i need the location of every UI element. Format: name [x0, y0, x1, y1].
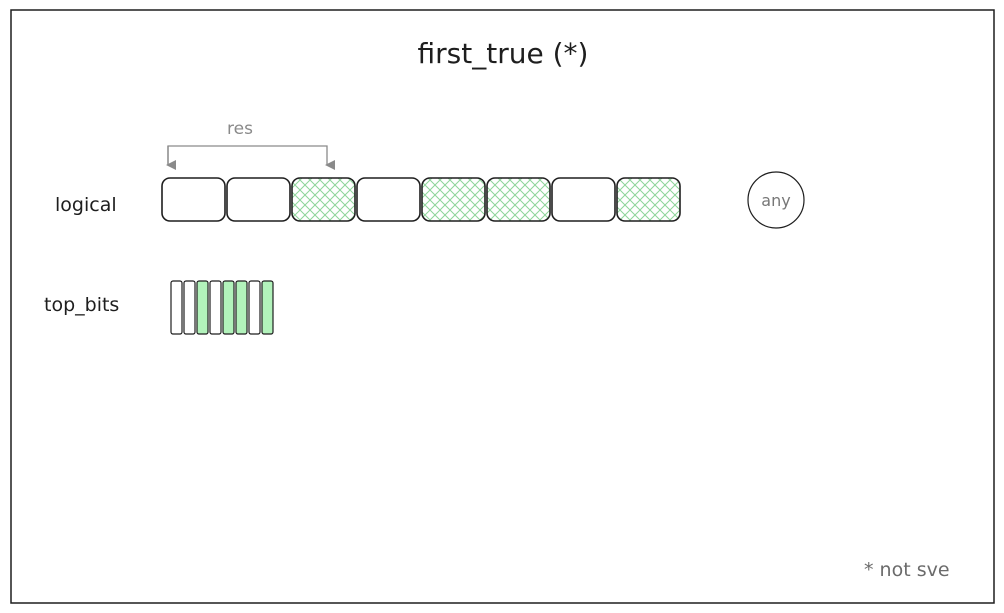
top-bit-false: [209, 280, 222, 335]
res-label: res: [227, 119, 253, 139]
logical-lane-false: [551, 177, 616, 222]
top-bit-true: [222, 280, 235, 335]
logical-lane-hatch: [422, 178, 485, 221]
diagram-title: first_true (*): [418, 37, 589, 70]
logical-lane-false: [226, 177, 291, 222]
any-circle: [747, 171, 805, 229]
footnote: * not sve: [864, 559, 950, 581]
logical-lane-true: [616, 177, 681, 222]
logical-label: logical: [55, 194, 117, 216]
top-bit-true: [261, 280, 274, 335]
logical-lane-true: [421, 177, 486, 222]
logical-lane-hatch: [487, 178, 550, 221]
res-bracket: [166, 145, 335, 170]
top-bit-true: [235, 280, 248, 335]
top-bits-label: top_bits: [44, 294, 119, 316]
logical-lane-true: [486, 177, 551, 222]
any-label: any: [761, 191, 790, 210]
logical-lane-hatch: [617, 178, 680, 221]
frame-border: [10, 9, 995, 604]
top-bit-false: [170, 280, 183, 335]
top-bit-false: [183, 280, 196, 335]
top-bit-true: [196, 280, 209, 335]
logical-lane-hatch: [292, 178, 355, 221]
logical-lane-true: [291, 177, 356, 222]
logical-lanes: [161, 177, 681, 222]
top-bit-false: [248, 280, 261, 335]
top-bits-lanes: [170, 280, 274, 335]
logical-lane-false: [356, 177, 421, 222]
logical-lane-false: [161, 177, 226, 222]
